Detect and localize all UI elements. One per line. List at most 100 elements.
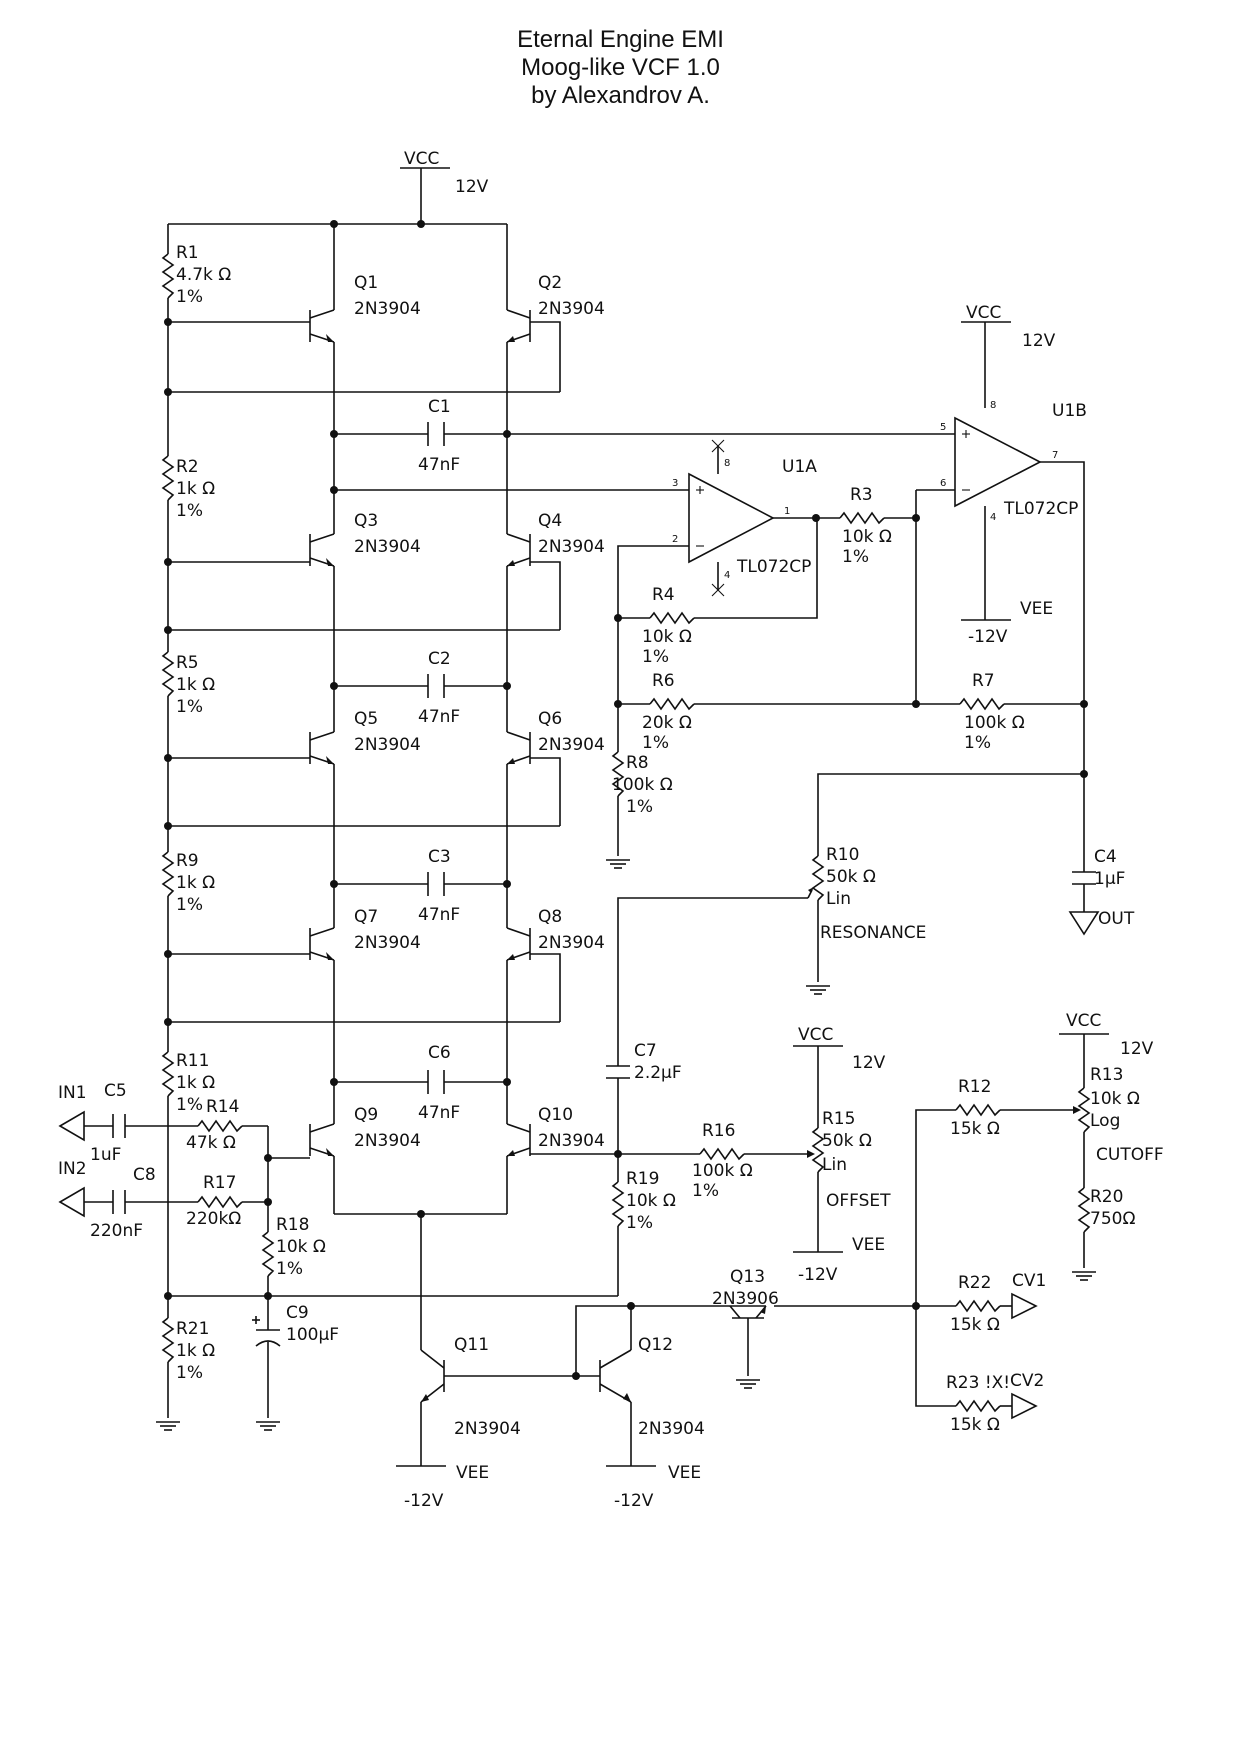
r23-value: 15k Ω <box>950 1415 1000 1435</box>
r18-tol: 1% <box>276 1259 303 1279</box>
r11-tol: 1% <box>176 1095 203 1115</box>
c7-ref: C7 <box>634 1041 657 1061</box>
title-line-2: Moog-like VCF 1.0 <box>521 54 720 81</box>
q10-ref: Q10 <box>538 1105 573 1125</box>
vcc-label: VCC <box>1066 1011 1101 1031</box>
resistor-symbols <box>161 253 1091 1413</box>
vcc-label: VCC <box>798 1025 833 1045</box>
vcc-label: VCC <box>404 149 439 169</box>
supply-bars <box>396 167 1109 1467</box>
pin-label: 1 <box>784 506 790 517</box>
c1-value: 47nF <box>418 455 460 475</box>
q6-part: 2N3904 <box>538 735 605 755</box>
q9-part: 2N3904 <box>354 1131 421 1151</box>
q13-ref: Q13 <box>730 1267 765 1287</box>
r2-tol: 1% <box>176 501 203 521</box>
r8-ref: R8 <box>626 753 649 773</box>
title-line-3: by Alexandrov A. <box>531 82 710 109</box>
resonance-label: RESONANCE <box>820 923 926 943</box>
r4-ref: R4 <box>652 585 675 605</box>
r11-ref: R11 <box>176 1051 209 1071</box>
r15-value: 50k Ω <box>822 1131 872 1151</box>
q3-ref: Q3 <box>354 511 378 531</box>
c8-value: 220nF <box>90 1221 143 1241</box>
r17-ref: R17 <box>203 1173 236 1193</box>
c3-value: 47nF <box>418 905 460 925</box>
r10-taper: Lin <box>826 889 851 909</box>
r15-ref: R15 <box>822 1109 855 1129</box>
q5-part: 2N3904 <box>354 735 421 755</box>
schematic-title: Eternal Engine EMI Moog-like VCF 1.0 by … <box>0 26 1241 110</box>
r7-tol: 1% <box>964 733 991 753</box>
r7-ref: R7 <box>972 671 995 691</box>
u1a-part: TL072CP <box>736 557 811 577</box>
r1-value: 4.7k Ω <box>176 265 231 285</box>
c2-ref: C2 <box>428 649 451 669</box>
pin-label: 8 <box>724 458 730 469</box>
port-symbols <box>58 911 1100 1420</box>
r14-value: 47k Ω <box>186 1133 236 1153</box>
wires <box>84 168 1085 1466</box>
r22-value: 15k Ω <box>950 1315 1000 1335</box>
vcc-value: 12V <box>1022 331 1056 351</box>
c3-ref: C3 <box>428 847 451 867</box>
r13-value: 10k Ω <box>1090 1089 1140 1109</box>
r23-ref: R23 !X! <box>946 1373 1010 1393</box>
r18-ref: R18 <box>276 1215 309 1235</box>
cv2-label: CV2 <box>1010 1371 1044 1391</box>
vcc-label: VCC <box>966 303 1001 323</box>
r2-ref: R2 <box>176 457 199 477</box>
q4-part: 2N3904 <box>538 537 605 557</box>
r12-value: 15k Ω <box>950 1119 1000 1139</box>
q8-part: 2N3904 <box>538 933 605 953</box>
vee-value: -12V <box>614 1491 654 1511</box>
r16-ref: R16 <box>702 1121 735 1141</box>
r8-tol: 1% <box>626 797 653 817</box>
pin-label: 8 <box>990 400 996 411</box>
r13-ref: R13 <box>1090 1065 1123 1085</box>
r4-tol: 1% <box>642 647 669 667</box>
vee-value: -12V <box>798 1265 838 1285</box>
r3-ref: R3 <box>850 485 873 505</box>
q3-part: 2N3904 <box>354 537 421 557</box>
pin-label: 6 <box>940 478 946 489</box>
r8-value: 100k Ω <box>612 775 673 795</box>
r3-value: 10k Ω <box>842 527 892 547</box>
u1b-ref: U1B <box>1052 401 1087 421</box>
r5-value: 1k Ω <box>176 675 215 695</box>
r1-tol: 1% <box>176 287 203 307</box>
c4-value: 1µF <box>1094 869 1125 889</box>
r21-value: 1k Ω <box>176 1341 215 1361</box>
q2-part: 2N3904 <box>538 299 605 319</box>
q6-ref: Q6 <box>538 709 562 729</box>
r12-ref: R12 <box>958 1077 991 1097</box>
r10-ref: R10 <box>826 845 859 865</box>
r20-value: 750Ω <box>1090 1209 1135 1229</box>
r3-tol: 1% <box>842 547 869 567</box>
r19-tol: 1% <box>626 1213 653 1233</box>
r9-ref: R9 <box>176 851 199 871</box>
r18-value: 10k Ω <box>276 1237 326 1257</box>
r19-ref: R19 <box>626 1169 659 1189</box>
vee-value: -12V <box>968 627 1008 647</box>
r5-tol: 1% <box>176 697 203 717</box>
vcc-value: 12V <box>1120 1039 1154 1059</box>
cutoff-label: CUTOFF <box>1096 1145 1164 1165</box>
in1-label: IN1 <box>58 1083 87 1103</box>
junction-dots <box>164 220 1088 1380</box>
q9-ref: Q9 <box>354 1105 378 1125</box>
q2-ref: Q2 <box>538 273 562 293</box>
vee-label: VEE <box>456 1463 489 1483</box>
u1a-ref: U1A <box>782 457 817 477</box>
r19-value: 10k Ω <box>626 1191 676 1211</box>
r7-value: 100k Ω <box>964 713 1025 733</box>
pin-label: 3 <box>672 478 678 489</box>
capacitor-symbols <box>112 422 1096 1347</box>
r1-ref: R1 <box>176 243 199 263</box>
vee-label: VEE <box>668 1463 701 1483</box>
vcc-value: 12V <box>852 1053 886 1073</box>
r9-tol: 1% <box>176 895 203 915</box>
q7-part: 2N3904 <box>354 933 421 953</box>
r15-taper: Lin <box>822 1155 847 1175</box>
transistor-symbols <box>309 309 767 1403</box>
